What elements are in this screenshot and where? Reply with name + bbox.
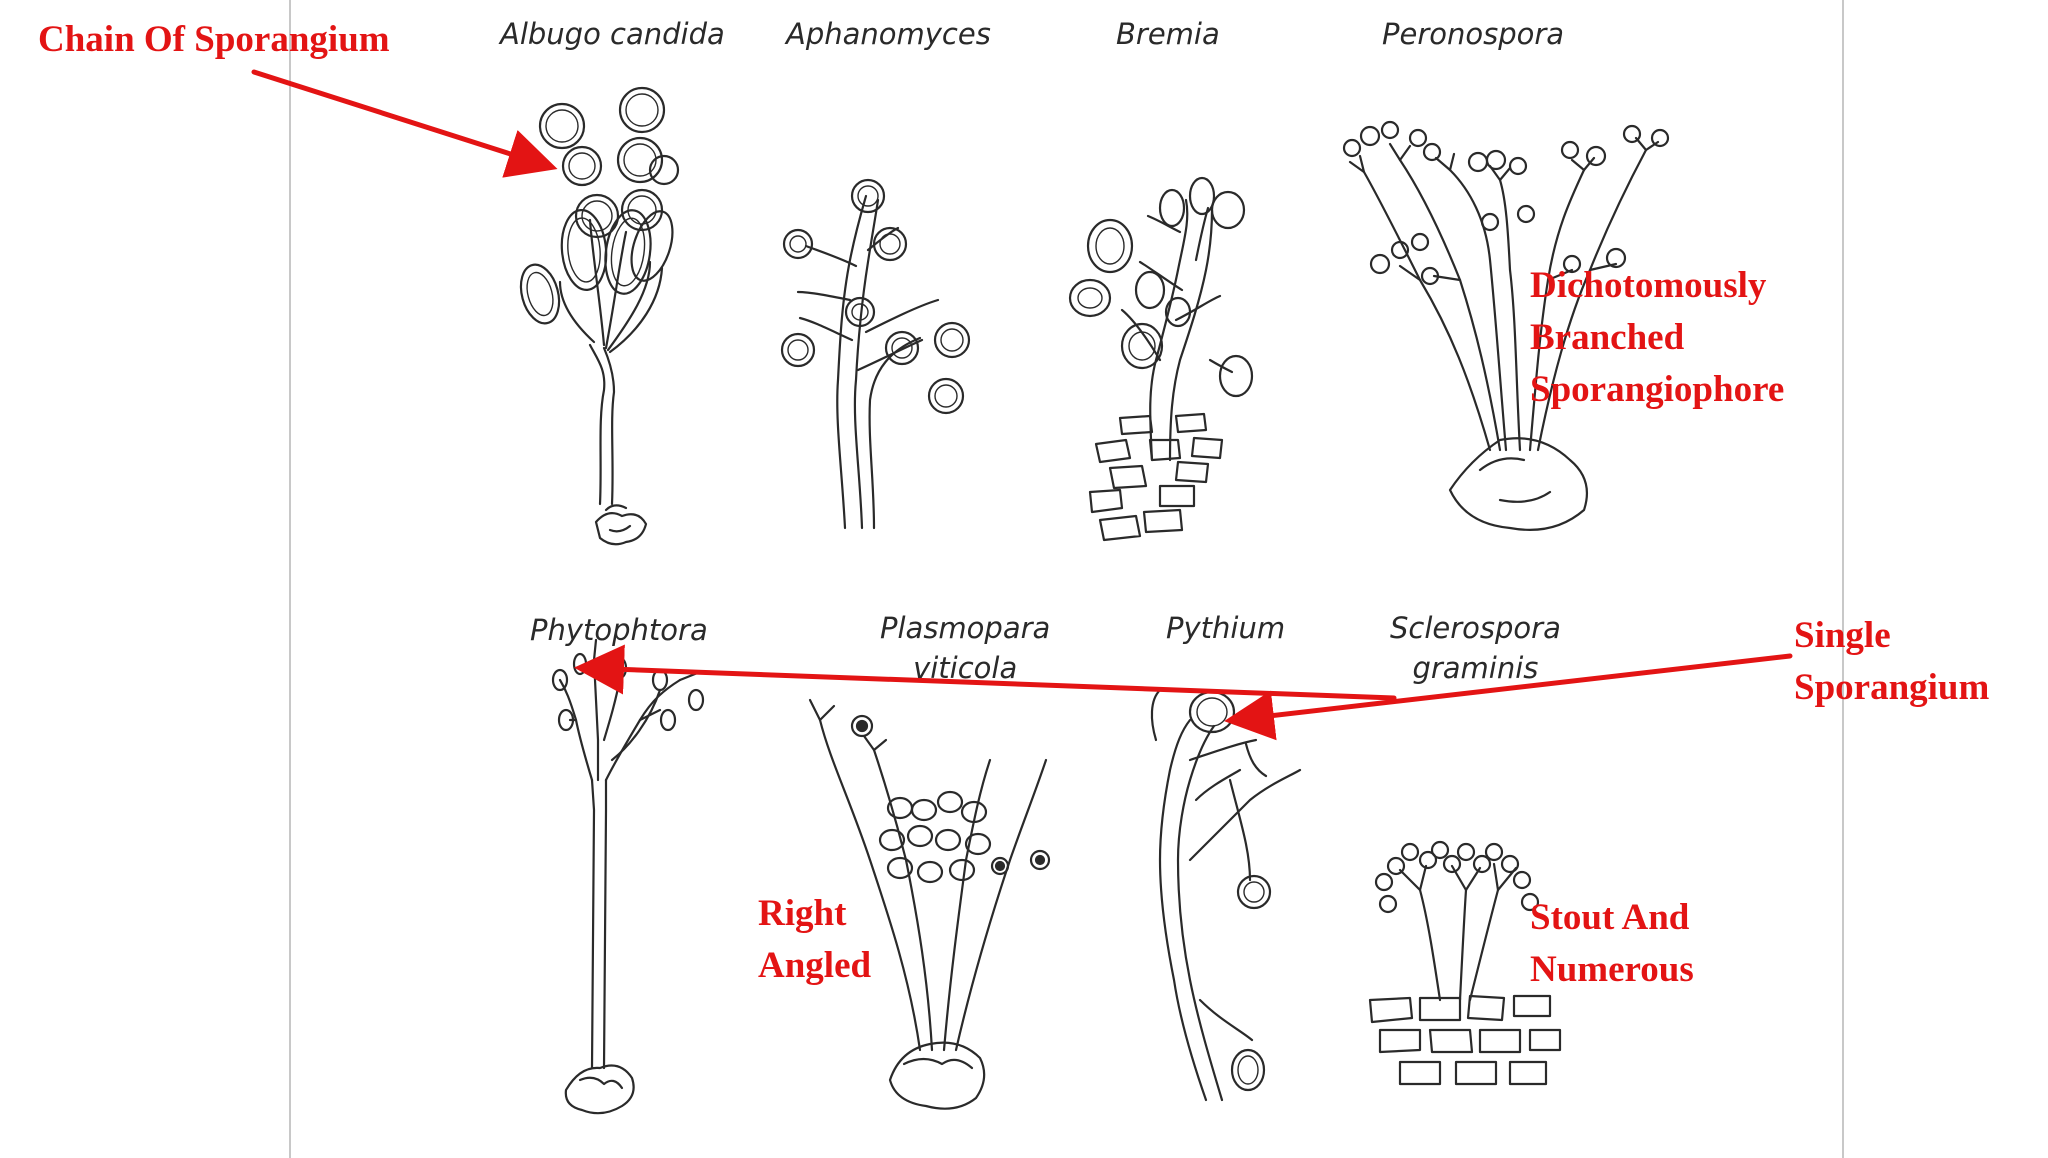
annotation-stout-line2: Numerous — [1530, 949, 1694, 990]
species-label-pythium: Pythium — [1166, 611, 1286, 645]
chain-arrow — [251, 69, 558, 178]
annotation-dichotomously-branched: Dichotomously Branched Sporangiophore — [1530, 260, 1784, 416]
species-label-plasmopara: Plasmopara viticola — [880, 608, 1050, 688]
annotation-stout-and-numerous: Stout And Numerous — [1530, 892, 1694, 996]
species-label-plasmopara-line2: viticola — [913, 651, 1018, 685]
species-label-aphanomyces: Aphanomyces — [786, 17, 991, 51]
annotation-single-sporangium: Single Sporangium — [1794, 610, 1989, 714]
species-label-sclerospora-line2: graminis — [1412, 651, 1539, 685]
annotation-dicho-line2: Branched — [1530, 317, 1685, 358]
albugo-illustration — [519, 86, 680, 546]
figure-frame — [289, 0, 1844, 1158]
annotation-single-line1: Single — [1794, 615, 1891, 656]
annotation-dicho-line1: Dichotomously — [1530, 265, 1767, 306]
species-label-sclerospora: Sclerospora graminis — [1390, 608, 1561, 688]
annotation-dicho-line3: Sporangiophore — [1530, 369, 1785, 410]
single-arrow-phytophtora — [574, 644, 1397, 701]
species-label-plasmopara-line1: Plasmopara — [880, 611, 1051, 645]
phytophtora-illustration — [551, 638, 705, 1115]
sclerospora-illustration — [1368, 840, 1562, 1086]
bremia-illustration — [1068, 176, 1254, 542]
aphanomyces-illustration — [780, 178, 971, 530]
plasmopara-illustration — [808, 698, 1051, 1110]
species-label-albugo: Albugo candida — [500, 17, 725, 51]
annotation-right-angled: Right Angled — [758, 888, 871, 992]
pythium-illustration — [1150, 688, 1302, 1102]
annotation-single-line2: Sporangium — [1794, 667, 1990, 708]
annotation-stout-line1: Stout And — [1530, 897, 1690, 938]
single-arrow-pythium — [1224, 653, 1793, 741]
species-label-peronospora: Peronospora — [1382, 17, 1565, 51]
species-label-sclerospora-line1: Sclerospora — [1390, 611, 1561, 645]
species-label-bremia: Bremia — [1116, 17, 1220, 51]
annotation-chain-of-sporangium: Chain Of Sporangium — [38, 19, 390, 60]
annotation-right-line1: Right — [758, 893, 847, 934]
species-label-phytophtora: Phytophtora — [530, 613, 708, 647]
annotation-right-line2: Angled — [758, 945, 872, 986]
peronospora-illustration — [1342, 120, 1670, 531]
